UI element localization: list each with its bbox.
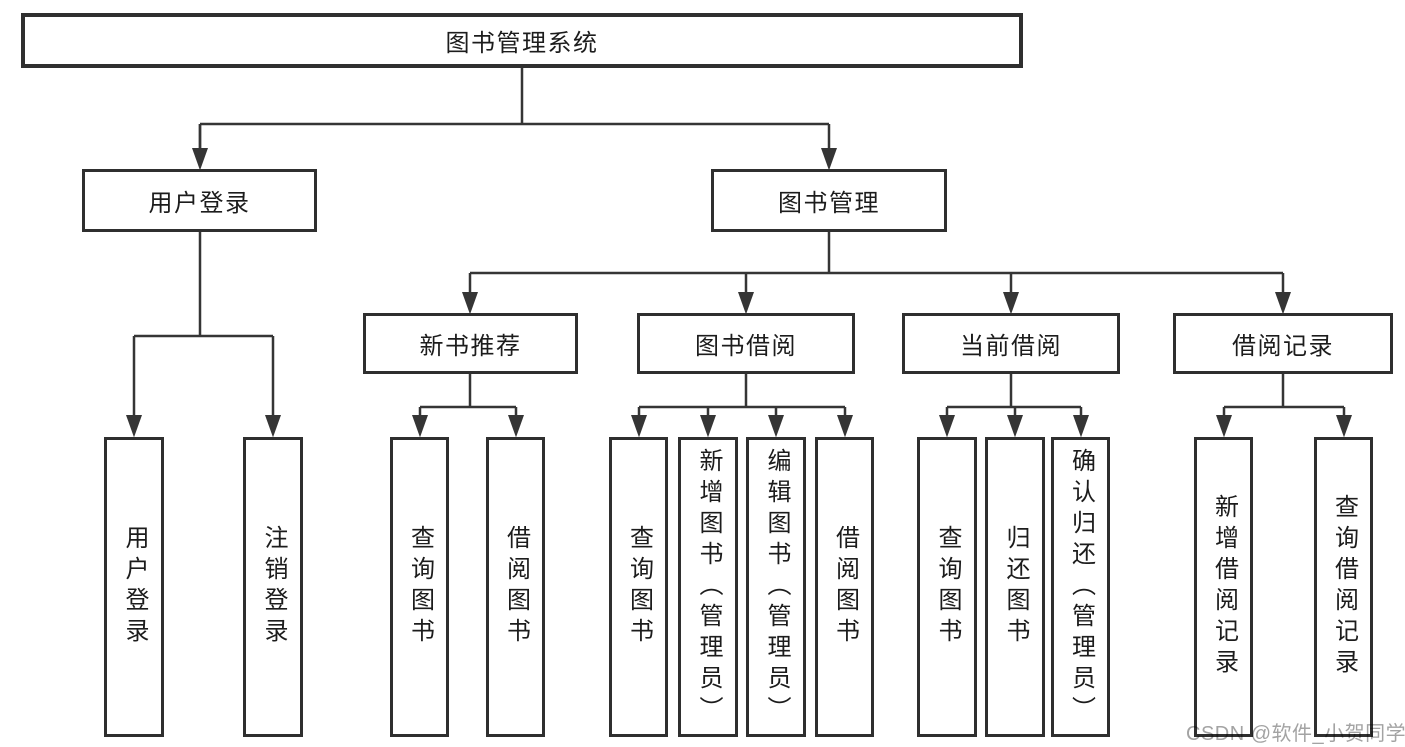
node-borrow-records: 借阅记录 (1173, 313, 1393, 374)
leaf-cb-return-books: 归还图书 (985, 437, 1045, 737)
leaf-cb-confirm-return-admin: 确认归还（管理员） (1051, 437, 1110, 737)
node-book-management: 图书管理 (711, 169, 947, 232)
leaf-logout: 注销登录 (243, 437, 303, 737)
leaf-br-query-record: 查询借阅记录 (1314, 437, 1373, 737)
node-library-system: 图书管理系统 (21, 13, 1023, 68)
leaf-bb-query-books: 查询图书 (609, 437, 668, 737)
leaf-bb-add-books-admin: 新增图书（管理员） (678, 437, 738, 737)
leaf-bb-borrow-books: 借阅图书 (815, 437, 874, 737)
leaf-nbr-query-books: 查询图书 (390, 437, 449, 737)
node-new-book-recommend: 新书推荐 (363, 313, 578, 374)
leaf-user-login: 用户登录 (104, 437, 164, 737)
node-current-borrow: 当前借阅 (902, 313, 1120, 374)
node-user-login: 用户登录 (82, 169, 317, 232)
leaf-br-add-record: 新增借阅记录 (1194, 437, 1253, 737)
leaf-cb-query-books: 查询图书 (917, 437, 977, 737)
csdn-watermark: CSDN @软件_小贺同学 (1186, 723, 1405, 745)
leaf-nbr-borrow-books: 借阅图书 (486, 437, 545, 737)
connector-buses (134, 68, 1344, 409)
leaf-bb-edit-books-admin: 编辑图书（管理员） (746, 437, 806, 737)
connector-arrows (125, 124, 1353, 438)
node-book-borrow: 图书借阅 (637, 313, 855, 374)
